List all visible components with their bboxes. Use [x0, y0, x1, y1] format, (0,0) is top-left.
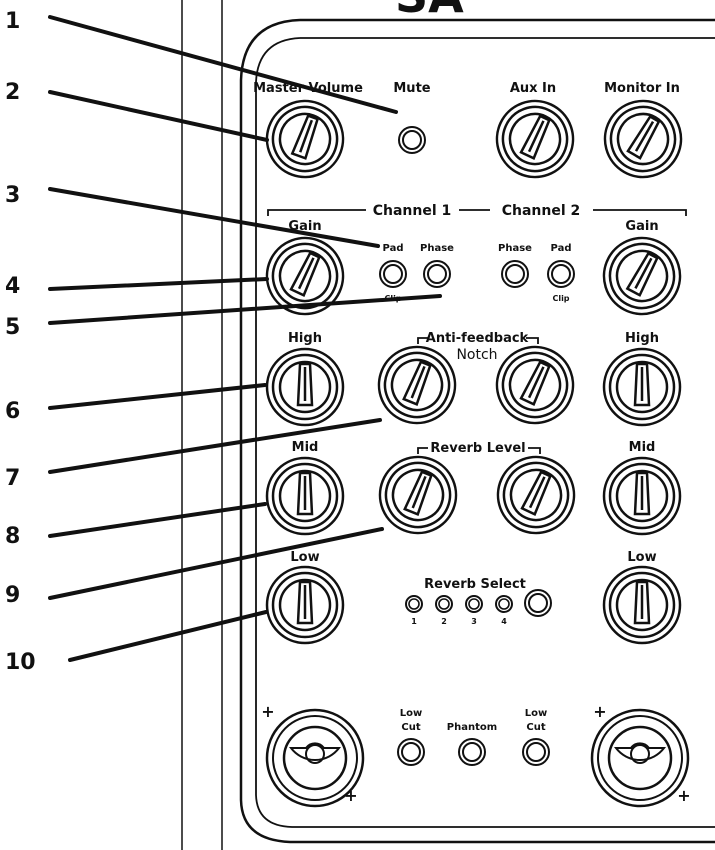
channel-bracket	[267, 209, 687, 216]
ch1-low-cut-label-top: Low	[400, 708, 422, 719]
ch1-phase-label: Phase	[420, 243, 454, 254]
panel-outline	[239, 18, 715, 844]
phantom-label: Phantom	[447, 722, 497, 733]
reverb-num-3: 3	[471, 617, 477, 626]
ch2-gain-knob[interactable]	[589, 223, 695, 329]
ch2-high-label: High	[625, 331, 659, 346]
monitor-in-knob[interactable]	[589, 85, 697, 193]
ch2-low-label: Low	[627, 550, 656, 565]
ch1-low-cut-label-bottom: Cut	[401, 722, 420, 733]
ch1-low-knob[interactable]	[265, 565, 345, 645]
ch1-mid-label: Mid	[292, 440, 319, 455]
ch2-clip-label: Clip	[552, 294, 569, 303]
ch2-low-cut-button[interactable]	[522, 738, 550, 766]
channel-1-title: Channel 1	[373, 203, 452, 219]
ch1-low-cut-button[interactable]	[397, 738, 425, 766]
ch1-clip-label: Clip	[384, 294, 401, 303]
notch-label: Notch	[456, 347, 497, 363]
ch1-pad-button[interactable]	[379, 260, 407, 288]
ch1-phase-button[interactable]	[423, 260, 451, 288]
anti-feedback-label: Anti-feedback	[426, 331, 529, 346]
ch2-xlr-plus-top: +	[593, 702, 606, 721]
ch2-xlr-plus-bottom: +	[677, 786, 690, 805]
channel-2-title: Channel 2	[502, 203, 581, 219]
reverb-select-led-1	[405, 595, 423, 613]
ch2-mid-label: Mid	[629, 440, 656, 455]
callout-1: 1	[5, 9, 20, 34]
phantom-button[interactable]	[458, 738, 486, 766]
ch2-low-knob[interactable]	[602, 565, 682, 645]
ch1-pad-label: Pad	[383, 243, 404, 254]
panel-inner-outline	[255, 37, 715, 828]
logo-text: SA	[395, 0, 464, 23]
callout-4: 4	[5, 274, 20, 299]
reverb-select-label: Reverb Select	[424, 577, 526, 592]
ch1-mid-knob[interactable]	[265, 456, 345, 536]
ch1-high-knob[interactable]	[265, 347, 345, 427]
ch2-mid-knob[interactable]	[602, 456, 682, 536]
ch2-phase-button[interactable]	[501, 260, 529, 288]
ch2-phase-label: Phase	[498, 243, 532, 254]
ch2-gain-label: Gain	[625, 219, 658, 234]
reverb-num-2: 2	[441, 617, 447, 626]
callout-5: 5	[5, 315, 20, 340]
ch2-reverb-level-knob[interactable]	[484, 443, 588, 547]
callout-3: 3	[5, 183, 20, 208]
ch2-xlr-input[interactable]	[590, 708, 690, 808]
aux-in-label: Aux In	[510, 81, 556, 96]
ch2-low-cut-label-bottom: Cut	[526, 722, 545, 733]
ch1-low-label: Low	[290, 550, 319, 565]
ch2-pad-label: Pad	[551, 243, 572, 254]
callout-10: 10	[5, 650, 36, 675]
callout-8: 8	[5, 524, 20, 549]
callout-6: 6	[5, 399, 20, 424]
master-volume-label: Master Volume	[253, 81, 363, 96]
master-volume-knob[interactable]	[255, 89, 355, 189]
callout-7: 7	[5, 466, 20, 491]
ch1-xlr-plus-bottom: +	[344, 786, 357, 805]
leader-lines	[48, 15, 442, 662]
ch2-notch-knob[interactable]	[483, 333, 587, 437]
ch1-xlr-plus-top: +	[261, 702, 274, 721]
aux-in-knob[interactable]	[483, 87, 587, 191]
ch2-high-knob[interactable]	[602, 347, 682, 427]
reverb-select-led-4	[495, 595, 513, 613]
reverb-num-4: 4	[501, 617, 507, 626]
anti-feedback-bracket	[417, 337, 539, 344]
reverb-select-button[interactable]	[524, 589, 552, 617]
reverb-level-bracket	[417, 447, 541, 454]
reverb-select-led-2	[435, 595, 453, 613]
callout-2: 2	[5, 80, 20, 105]
ch1-notch-knob[interactable]	[366, 334, 468, 436]
mute-label: Mute	[393, 81, 430, 96]
callout-9: 9	[5, 583, 20, 608]
mute-button[interactable]	[398, 126, 426, 154]
monitor-in-label: Monitor In	[604, 81, 680, 96]
ch2-pad-button[interactable]	[547, 260, 575, 288]
ch1-gain-label: Gain	[288, 219, 321, 234]
ch2-low-cut-label-top: Low	[525, 708, 547, 719]
reverb-select-led-3	[465, 595, 483, 613]
reverb-level-label: Reverb Level	[430, 441, 525, 456]
reverb-num-1: 1	[411, 617, 417, 626]
ch1-high-label: High	[288, 331, 322, 346]
